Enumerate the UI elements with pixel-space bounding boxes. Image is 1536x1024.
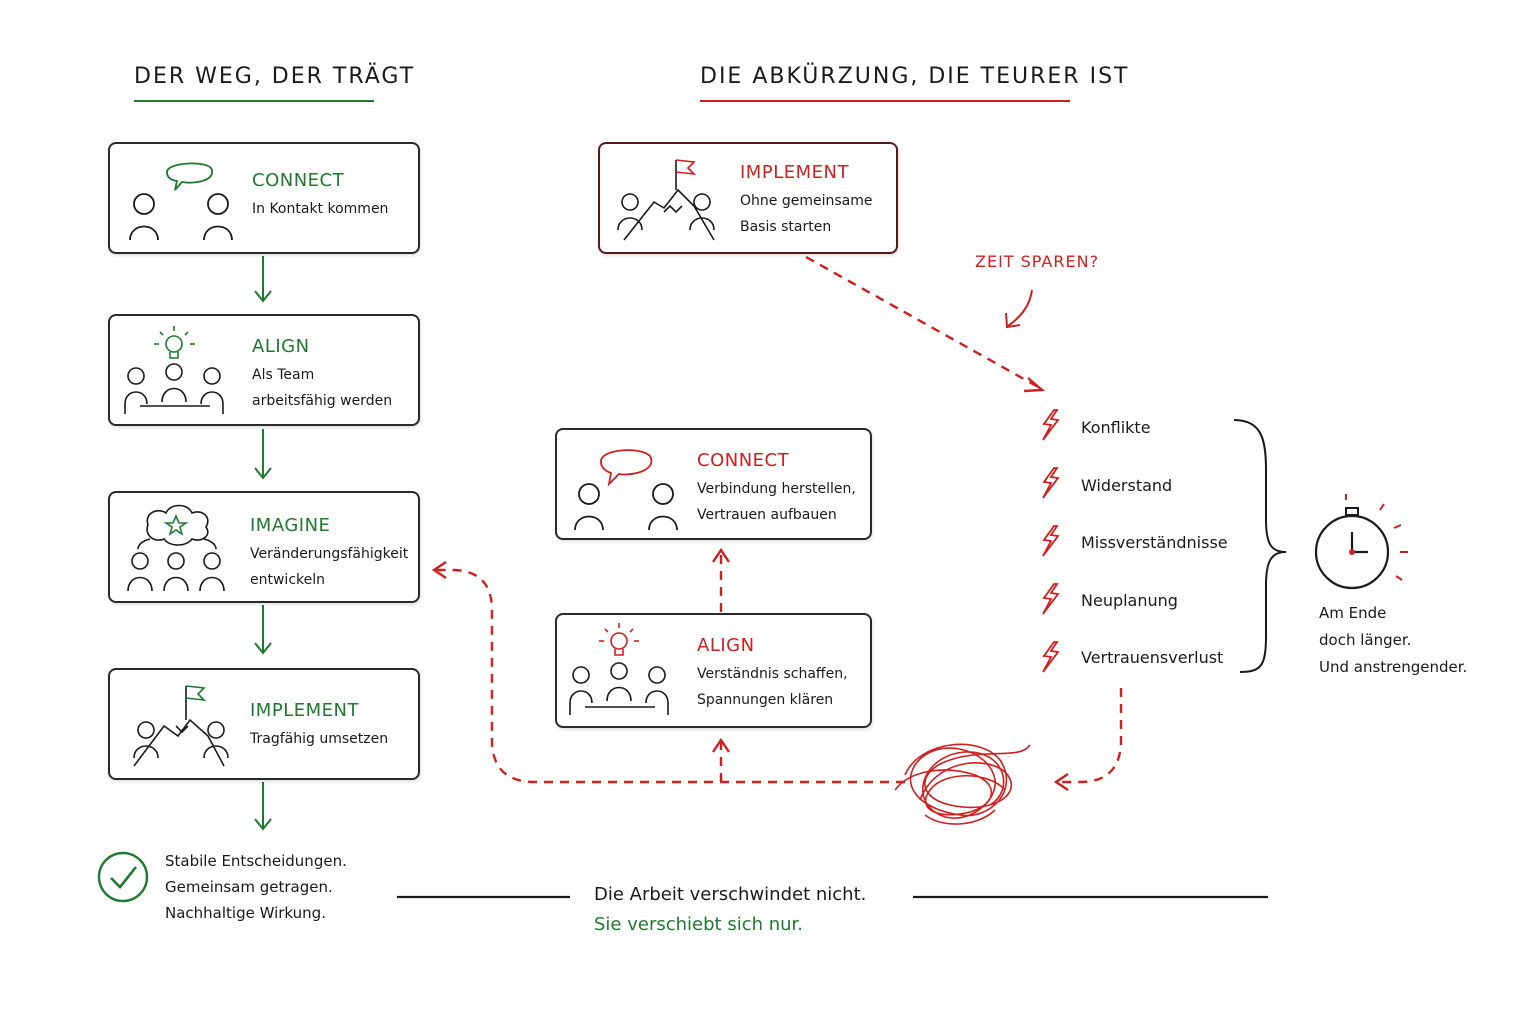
card-line: Verbindung herstellen, <box>697 481 856 497</box>
card-title: ALIGN <box>697 635 755 656</box>
card-title: IMPLEMENT <box>250 700 359 721</box>
lightning-icon <box>1042 467 1060 499</box>
card-title: CONNECT <box>697 450 790 471</box>
issue-item: Konflikte <box>1081 418 1151 437</box>
lightning-icon-column <box>1042 409 1060 673</box>
check-circle-icon <box>97 851 149 903</box>
card-connect-red: CONNECT Verbindung herstellen, Vertrauen… <box>555 428 872 540</box>
card-line: Basis starten <box>740 219 832 235</box>
return-dashed-path <box>436 552 1123 784</box>
lightning-icon <box>1042 525 1060 557</box>
card-line: Vertrauen aufbauen <box>697 507 837 523</box>
scribble-tangle-icon <box>894 743 1031 825</box>
left-heading: DER WEG, DER TRÄGT <box>134 64 416 89</box>
lightning-icon <box>1042 641 1060 673</box>
card-line: arbeitsfähig werden <box>252 393 393 409</box>
card-line: Veränderungsfähigkeit <box>250 546 409 562</box>
card-title: CONNECT <box>252 170 345 191</box>
lightning-icon <box>1042 583 1060 615</box>
card-line: Verständnis schaffen, <box>697 666 848 682</box>
question-arrow <box>1007 289 1033 327</box>
card-line: entwickeln <box>250 572 325 588</box>
card-line: Als Team <box>252 367 315 383</box>
card-implement-green: IMPLEMENT Tragfähig umsetzen <box>108 668 420 780</box>
timer-note-line: Und anstrengender. <box>1319 658 1468 676</box>
footer-line-1: Die Arbeit verschwindet nicht. <box>594 884 867 905</box>
people-with-speech-bubble-icon <box>129 162 233 241</box>
thought-cloud-star-icon <box>127 504 225 592</box>
team-with-lightbulb-icon <box>569 623 669 715</box>
card-line: In Kontakt kommen <box>252 201 389 217</box>
team-with-lightbulb-icon <box>124 326 224 414</box>
shortcut-dashed-arrow <box>805 255 1041 390</box>
result-line: Stabile Entscheidungen. <box>165 852 347 870</box>
issue-item: Vertrauensverlust <box>1081 648 1224 667</box>
card-line: Spannungen klären <box>697 692 834 708</box>
timer-note-line: Am Ende <box>1319 604 1387 622</box>
result-line: Nachhaltige Wirkung. <box>165 904 326 922</box>
card-imagine-green: IMAGINE Veränderungsfähigkeit entwickeln <box>108 491 420 603</box>
question-label: ZEIT SPAREN? <box>975 252 1100 271</box>
lightning-icon <box>1042 409 1060 441</box>
card-title: ALIGN <box>252 336 310 357</box>
card-line: Ohne gemeinsame <box>740 193 873 209</box>
card-line: Tragfähig umsetzen <box>250 731 389 747</box>
people-with-speech-bubble-icon <box>574 449 678 530</box>
card-title: IMPLEMENT <box>740 162 849 183</box>
card-align-red: ALIGN Verständnis schaffen, Spannungen k… <box>555 613 872 728</box>
card-connect-green: CONNECT In Kontakt kommen <box>108 142 420 254</box>
card-implement-red: IMPLEMENT Ohne gemeinsame Basis starten <box>598 142 898 254</box>
mountain-flag-icon <box>133 685 229 767</box>
issue-item: Widerstand <box>1081 476 1173 495</box>
issues-brace <box>1233 419 1287 673</box>
stopwatch-icon <box>1314 494 1408 590</box>
green-flow-arrows <box>254 256 272 831</box>
card-align-green: ALIGN Als Team arbeitsfähig werden <box>108 314 420 426</box>
card-title: IMAGINE <box>250 515 331 536</box>
issue-item: Neuplanung <box>1081 591 1178 610</box>
footer-line-2: Sie verschiebt sich nur. <box>594 914 804 935</box>
timer-note-line: doch länger. <box>1319 631 1412 649</box>
mountain-flag-icon <box>617 159 715 241</box>
result-line: Gemeinsam getragen. <box>165 878 333 896</box>
issue-item: Missverständnisse <box>1081 533 1228 552</box>
right-heading: DIE ABKÜRZUNG, DIE TEURER IST <box>700 64 1130 89</box>
